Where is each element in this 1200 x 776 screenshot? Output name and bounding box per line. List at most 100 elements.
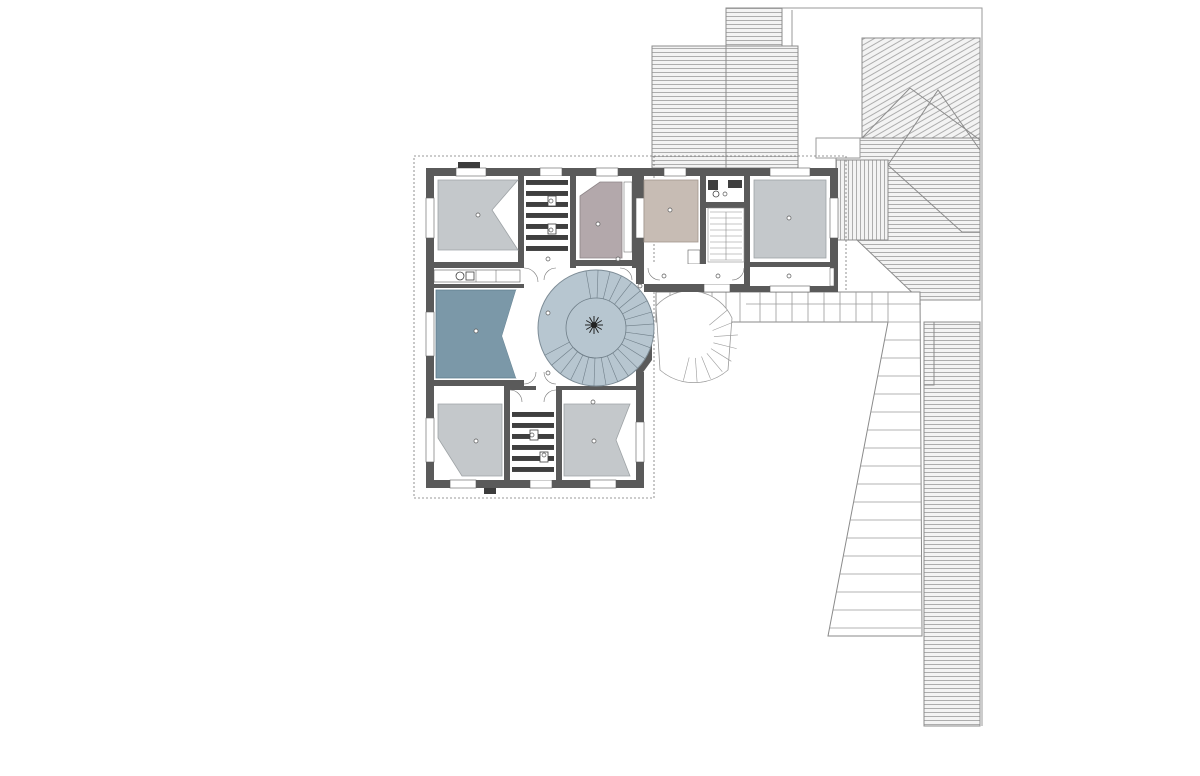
wc-partition [526,180,568,185]
room-marker-icon [715,273,721,279]
wc-partition [512,445,554,450]
wc-north-west [524,176,570,260]
wc-partition [526,224,568,229]
room-marker-icon [786,273,792,279]
roof-north [651,45,799,169]
spiral-step [622,300,648,315]
wc-partition [526,213,568,218]
room-marker-icon [591,438,597,444]
landing-step [695,357,698,382]
stair-hall [524,268,655,387]
wc-partition [512,456,554,461]
spiral-step [614,282,632,305]
interior-walls [434,176,830,480]
spiral-step [606,355,619,382]
spiral-step [625,323,654,327]
roof-hip-line [861,87,981,141]
landing-step [701,356,711,379]
spiral-step [608,275,622,302]
roof-east-slope [835,159,889,241]
room-marker-icon [548,227,554,233]
service-stair [707,207,745,263]
spiral-step [600,357,607,386]
roof-small [725,7,783,47]
spiral-step [617,348,638,369]
room-marker-icon [529,432,535,438]
chandelier-icon [585,316,603,334]
room-marker-icon [545,256,551,262]
door-swings [509,267,745,403]
landing-step [710,348,732,362]
external-ramp [655,290,923,637]
spiral-step [544,341,570,356]
room-north-mauve [579,181,623,259]
chimney-top [458,162,480,168]
room-marker-icon [595,221,601,227]
chimney-bottom [484,488,496,494]
wc-partition [512,423,554,428]
spiral-step [581,357,590,385]
room-marker-icon [637,283,643,289]
spiral-step [624,337,651,349]
site-boundary-line [726,7,983,726]
corridor-north [644,264,744,284]
room-marker-icon [590,399,596,405]
landing-step [713,334,738,337]
roof-east-long [923,321,981,727]
roof-step [924,322,935,386]
room-marker-icon [473,191,792,458]
spiral-step [624,311,652,321]
landing-step [713,342,737,349]
roof-hip-line [887,89,981,166]
landing-step [712,321,735,331]
room-se [563,403,631,477]
roof-hip-line [887,164,980,233]
room-marker-icon [786,215,792,221]
spiral-step [551,347,574,366]
room-marker-icon [545,310,551,316]
spiral-step [570,354,584,381]
room-sw [437,403,503,477]
toilet-icon [712,190,720,198]
room-marker-icon [545,370,551,376]
room-marker-icon [541,452,547,458]
spiral-step [618,290,641,309]
spiral-step [602,271,611,299]
spiral-step [593,357,596,386]
wc-partition [526,191,568,196]
property-outline [413,155,655,499]
windows [425,167,839,489]
wc-south [510,408,556,480]
fridge [687,249,701,265]
spiral-step [585,270,592,299]
sink-icon [465,271,475,281]
landing-step [709,309,728,326]
wardrobe [623,181,633,253]
main-building [413,155,847,499]
wc-partition [526,202,568,207]
kitchenette [433,269,521,283]
room-marker-icon [475,212,481,218]
wc-partition [512,412,554,417]
room-marker-icon [667,207,673,213]
room-marker-icon [473,328,479,334]
spiral-step [612,352,629,377]
landing-step [706,353,723,372]
spiral-step [621,343,646,359]
roof-north-east [861,37,981,139]
neighbouring-roofs [651,7,983,727]
spiral-step [560,351,578,374]
hob-icon [455,271,465,281]
room-marker-icon [473,438,479,444]
room-marker-icon [615,256,621,262]
door-east [829,267,835,287]
landing-step [683,357,690,381]
wc-partition [526,235,568,240]
wc-partition [512,467,554,472]
room-marker-icon [661,273,667,279]
room-marker-icon [548,198,554,204]
spiral-step [625,331,654,337]
chimney [815,137,861,159]
wc-north-east [706,178,744,202]
